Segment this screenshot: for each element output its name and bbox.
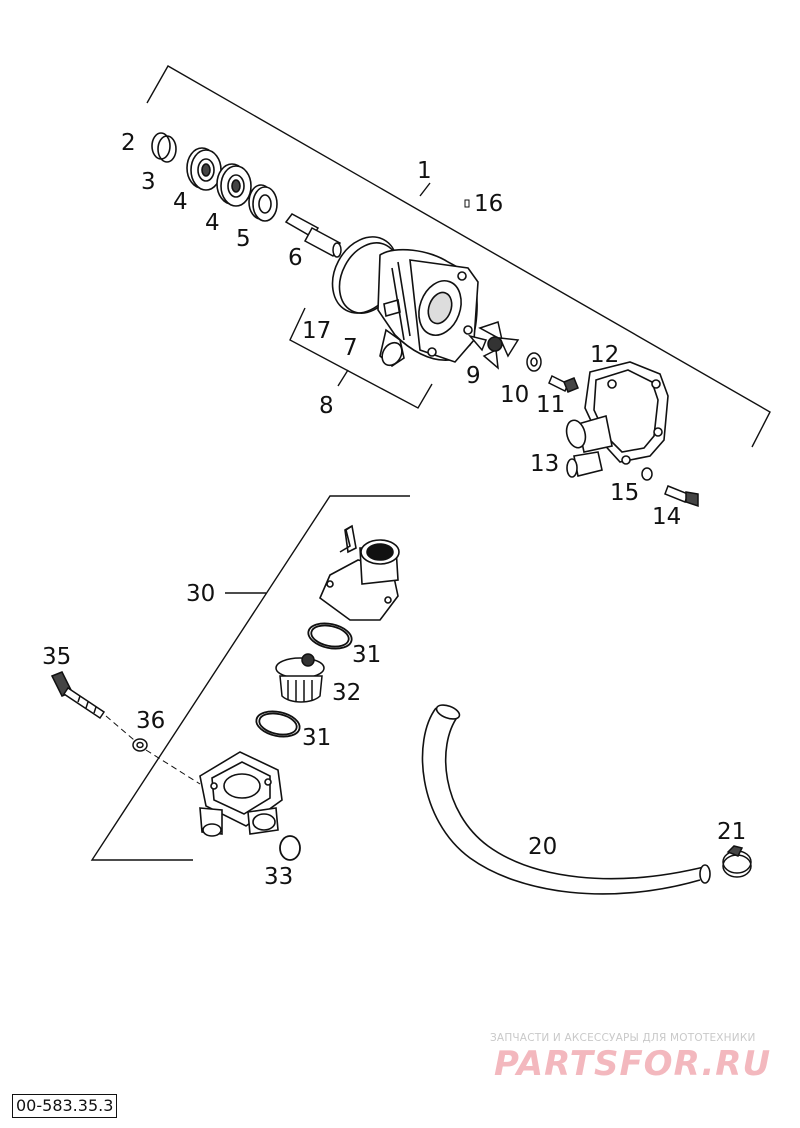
label-part-1: 1 (417, 158, 432, 184)
o-ring-15 (641, 467, 653, 481)
label-part-21: 21 (717, 819, 746, 845)
watermark-tagline: ЗАПЧАСТИ И АКСЕССУАРЫ ДЛЯ МОТОТЕХНИКИ (490, 1032, 756, 1044)
label-part-9: 9 (466, 363, 481, 389)
label-part-11: 11 (536, 392, 565, 418)
label-part-2: 2 (121, 130, 136, 156)
label-part-15: 15 (610, 480, 639, 506)
label-part-10: 10 (500, 382, 529, 408)
label-part-5: 5 (236, 226, 251, 252)
hose-clamp-21 (722, 845, 752, 878)
label-part-13: 13 (530, 451, 559, 477)
label-part-35: 35 (42, 644, 71, 670)
coolant-hose-20 (421, 704, 711, 895)
washer-36 (132, 738, 148, 752)
label-part-14: 14 (652, 504, 681, 530)
label-part-16: 16 (474, 191, 503, 217)
label-part-6: 6 (288, 245, 303, 271)
thermostat-32 (275, 653, 325, 703)
pump-cover-13 (565, 361, 669, 478)
bracket-group-1 (146, 65, 771, 448)
label-part-7: 7 (343, 335, 358, 361)
label-part-33: 33 (264, 864, 293, 890)
o-ring-33 (279, 835, 301, 861)
bracket-group-8 (289, 307, 433, 409)
label-part-4a: 4 (173, 189, 188, 215)
thermostat-base-housing (199, 751, 283, 837)
thermostat-cover-30 (319, 524, 400, 621)
o-ring-31-upper (307, 622, 353, 650)
label-part-3: 3 (141, 169, 156, 195)
bracket-group-30 (90, 495, 410, 861)
label-part-12: 12 (590, 342, 619, 368)
label-part-17: 17 (302, 318, 331, 344)
label-part-4b: 4 (205, 210, 220, 236)
label-part-31-lower: 31 (302, 725, 331, 751)
washer-10 (526, 352, 542, 372)
part-16-marker (464, 199, 470, 208)
bolt-11 (548, 374, 579, 393)
label-part-30: 30 (186, 581, 215, 607)
label-part-31-upper: 31 (352, 642, 381, 668)
o-ring-31-lower (255, 710, 301, 738)
part-labels: 1 2 3 4 4 5 6 7 8 9 10 11 12 13 14 15 16… (42, 130, 746, 890)
bolt-35 (50, 671, 106, 720)
label-part-32: 32 (332, 680, 361, 706)
bearing-4b (216, 163, 252, 207)
watermark-logo: PARTSFOR.RU (494, 1044, 772, 1084)
assembly-dashed-line (105, 715, 201, 785)
impeller-9 (467, 321, 520, 370)
label-part-36: 36 (136, 708, 165, 734)
bearing-4a (186, 147, 222, 191)
label-part-8: 8 (319, 393, 334, 419)
bolt-14 (664, 485, 699, 508)
seal-ring-5 (248, 184, 278, 222)
label-part-20: 20 (528, 834, 557, 860)
pump-housing-8 (377, 248, 479, 367)
circlip-2 (151, 132, 177, 163)
pump-shaft-6 (284, 213, 342, 258)
diagram-reference-code: 00-583.35.3 (12, 1094, 118, 1118)
